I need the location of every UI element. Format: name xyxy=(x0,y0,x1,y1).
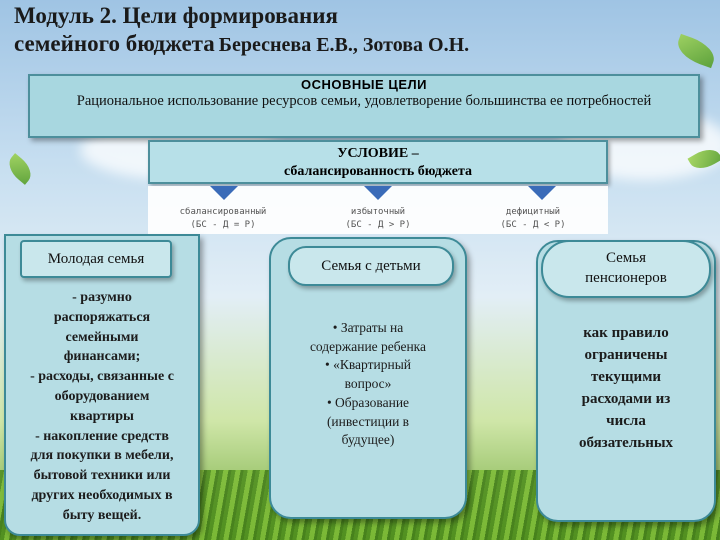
main-goals-text: Рациональное использование ресурсов семь… xyxy=(76,93,652,109)
main-goals-box: ОСНОВНЫЕ ЦЕЛИ Рациональное использование… xyxy=(28,74,700,138)
young-family-text: - разумно распоряжаться семейными финанс… xyxy=(30,290,174,523)
budget-type-deficit: дефицитный (БС - Д < Р) xyxy=(500,207,566,230)
family-with-children-text: • Затраты на содержание ребенка • «Кварт… xyxy=(309,320,427,448)
budget-type-balanced: сбалансированный (БС - Д = Р) xyxy=(179,207,267,230)
main-goals-heading: ОСНОВНЫЕ ЦЕЛИ xyxy=(301,77,427,92)
condition-box: УСЛОВИЕ – сбалансированность бюджета xyxy=(148,140,608,184)
title-line-2: семейного бюджета xyxy=(14,31,215,56)
arrow-down-icon xyxy=(528,186,556,200)
budget-types-strip: сбалансированный (БС - Д = Р) избыточный… xyxy=(148,186,608,234)
background-leaf xyxy=(3,153,37,185)
title-line-1: Модуль 2. Цели формирования xyxy=(14,3,338,28)
condition-line-1: УСЛОВИЕ – xyxy=(337,146,419,161)
young-family-panel: - разумно распоряжаться семейными финанс… xyxy=(4,234,200,536)
background-leaf xyxy=(673,33,719,69)
pensioners-text: как правило ограничены текущими расходам… xyxy=(578,325,674,451)
family-with-children-heading: Семья с детьми xyxy=(288,246,454,286)
young-family-heading: Молодая семья xyxy=(20,240,172,278)
arrow-down-icon xyxy=(210,186,238,200)
condition-line-2: сбалансированность бюджета xyxy=(283,164,473,179)
budget-type-surplus: избыточный (БС - Д > Р) xyxy=(345,207,411,230)
arrow-down-icon xyxy=(364,186,392,200)
slide-title: Модуль 2. Цели формирования семейного бю… xyxy=(14,2,614,58)
pensioners-heading: Семья пенсионеров xyxy=(541,240,711,298)
title-authors: Береснева Е.В., Зотова О.Н. xyxy=(218,34,470,56)
